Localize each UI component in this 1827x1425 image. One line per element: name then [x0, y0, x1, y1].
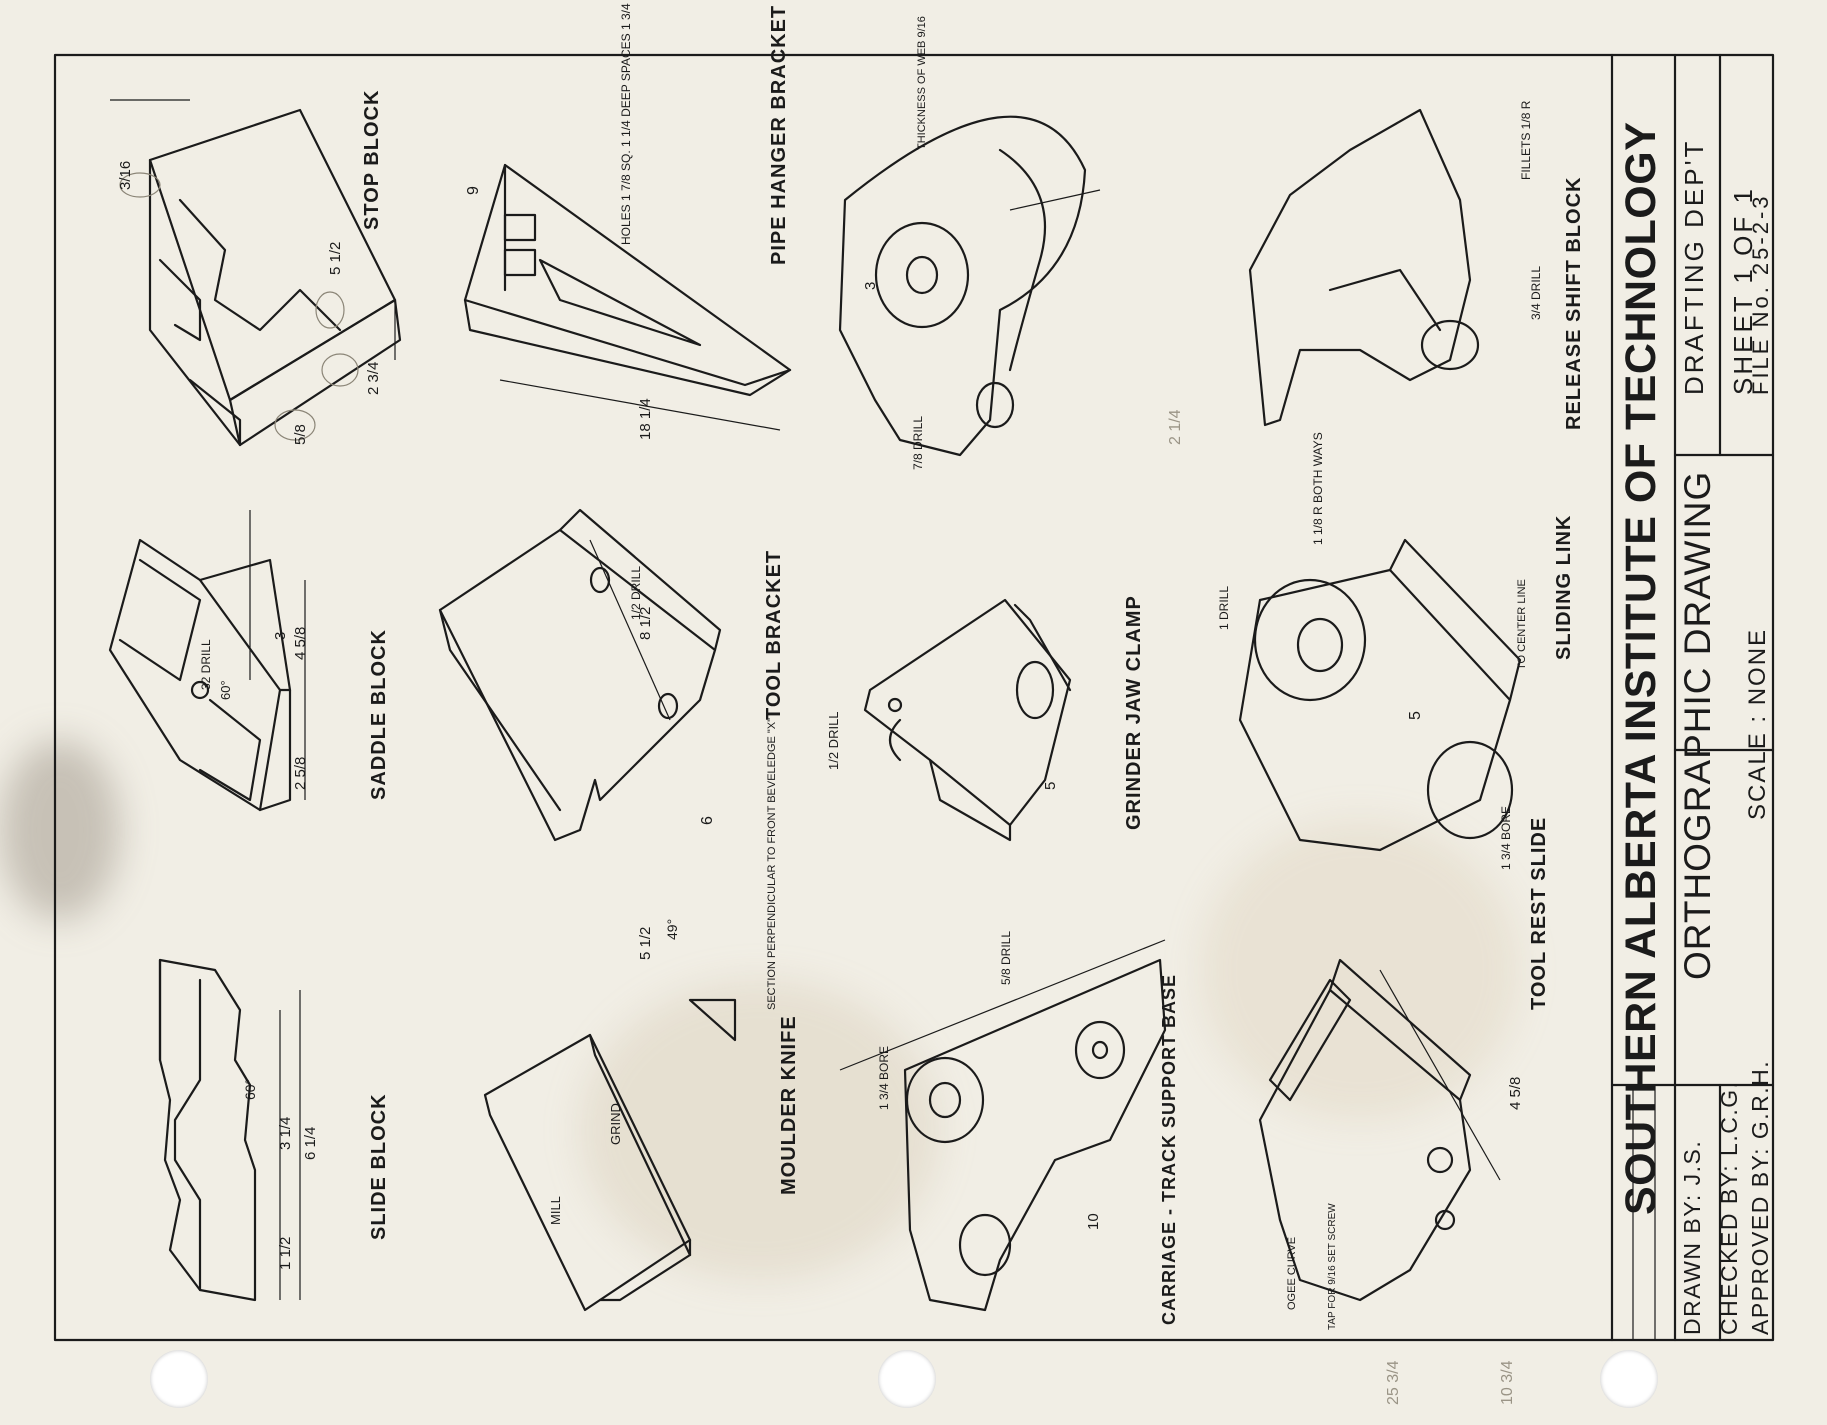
file-number: FILE No. 25-2-3 [1748, 193, 1773, 395]
institute-title: SOUTHERN ALBERTA INSTITUTE OF TECHNOLOGY [1617, 122, 1665, 1215]
checked-by: CHECKED BY: L.C.G. [1716, 1080, 1742, 1335]
moulder-knife-mill: MILL [548, 1196, 563, 1225]
margin-note-3: 10 3/4 [1499, 1360, 1516, 1405]
saddle-block-dim-4: 4 5/8 [292, 627, 309, 660]
part-sliding-link: SLIDING LINK 1 DRILL 1 1/8 R BOTH WAYS T… [1217, 432, 1575, 870]
part-saddle-block: SADDLE BLOCK 3 4 5/8 2 5/8 60° 32 DRILL [108, 510, 390, 812]
slide-block-dim-3: 3 1/4 [277, 1117, 294, 1150]
saddle-block-dim-3: 3 [272, 632, 289, 640]
slide-block-dim-60: 60° [242, 1079, 258, 1100]
sliding-link-center: TO CENTER LINE [1516, 579, 1528, 670]
carriage-drill: 5/8 DRILL [999, 931, 1013, 985]
sliding-link-title: SLIDING LINK [1553, 515, 1575, 660]
sliding-link-drill: 1 DRILL [1217, 586, 1231, 630]
title-block: SOUTHERN ALBERTA INSTITUTE OF TECHNOLOGY… [1610, 53, 1775, 1342]
saddle-block-dim-60: 60° [218, 680, 233, 700]
moulder-knife-notes: SECTION PERPENDICULAR TO FRONT BEVELEDGE… [766, 718, 778, 1010]
part-carriage-track-support-base: CARRIAGE - TRACK SUPPORT BASE 5/8 DRILL … [839, 931, 1179, 1325]
slide-block-dim-6: 6 1/4 [302, 1127, 319, 1160]
approved-by: APPROVED BY: G.R.H. [1747, 1060, 1773, 1335]
tool-bracket-drill: 1/2 DRILL [629, 566, 643, 620]
stop-block-dim-2: 5 1/2 [327, 242, 344, 275]
punch-hole-left [150, 1350, 208, 1408]
pipe-hanger-dim-18: 18 1/4 [637, 398, 654, 440]
tool-rest-tap: TAP FOR 9/16 SET SCREW [1327, 1203, 1338, 1330]
margin-note-1: 2 1/4 [1167, 409, 1184, 445]
release-shift-drill: 7/8 DRILL [911, 416, 925, 470]
pipe-hanger-title: PIPE HANGER BRACKET [768, 5, 790, 265]
part-release-shift-block: THICKNESS OF WEB 9/16 7/8 DRILL 3 [838, 16, 1101, 470]
margin-note-2: 25 3/4 [1385, 1360, 1402, 1405]
smudge-left [0, 740, 120, 920]
tool-bracket-title: TOOL BRACKET [763, 550, 785, 720]
punch-hole-center [878, 1350, 936, 1408]
sheet-border [53, 53, 1775, 1342]
sliding-link-both: 1 1/8 R BOTH WAYS [1311, 432, 1325, 545]
stop-block-dim-1: 3/16 [117, 161, 134, 190]
saddle-block-drill: 32 DRILL [199, 639, 213, 690]
moulder-knife-grind: GRIND [608, 1103, 623, 1145]
sliding-link-bore: 1 3/4 BORE [1499, 806, 1513, 870]
tool-rest-title: TOOL REST SLIDE [1528, 817, 1550, 1010]
grinder-jaw-drill: 1/2 DRILL [826, 711, 841, 770]
punch-hole-right [1600, 1350, 1658, 1408]
stop-block-dim-4: 5/8 [292, 424, 309, 445]
carriage-title: CARRIAGE - TRACK SUPPORT BASE [1159, 974, 1179, 1325]
course-title: ORTHOGRAPHIC DRAWING [1677, 471, 1718, 980]
part-pipe-hanger-bracket: PIPE HANGER BRACKET HOLES 1 7/8 SQ. 1 1/… [463, 3, 792, 440]
part-tool-rest-slide: TOOL REST SLIDE OGEE CURVE TAP FOR 9/16 … [1258, 817, 1550, 1330]
slide-block-dim-15: 1 1/2 [277, 1237, 294, 1270]
stain-center [580, 980, 940, 1280]
stain-right [1200, 820, 1520, 1120]
stop-block-dim-3: 2 3/4 [365, 362, 382, 395]
sheet-label: SHEET 1 OF 1 [1728, 186, 1758, 395]
drawn-by: DRAWN BY: J.S. [1679, 1140, 1705, 1335]
carriage-dim-10: 10 [1085, 1213, 1102, 1230]
part-grinder-jaw-clamp: GRINDER JAW CLAMP 1/2 DRILL 5 [826, 595, 1145, 842]
release-shift-fillets: FILLETS 1/8 R [1519, 100, 1533, 180]
moulder-knife-title: MOULDER KNIFE [778, 1015, 800, 1195]
tool-rest-dim-4: 4 5/8 [1507, 1077, 1524, 1110]
stop-block-title: STOP BLOCK [361, 90, 383, 230]
carriage-bore: 1 3/4 BORE [877, 1046, 891, 1110]
part-release-shift-block-view: RELEASE SHIFT BLOCK FILLETS 1/8 R 3/4 DR… [1248, 100, 1585, 430]
tool-bracket-dim-8: 8 1/2 [637, 607, 654, 640]
moulder-knife-dim-5: 5 1/2 [637, 927, 654, 960]
department-label: DRAFTING DEP'T [1679, 139, 1709, 395]
slide-block-title: SLIDE BLOCK [368, 1093, 390, 1240]
release-shift-drill2: 3/4 DRILL [1529, 266, 1543, 320]
tool-bracket-dim-6: 6 [699, 816, 716, 825]
release-shift-title: RELEASE SHIFT BLOCK [1563, 177, 1585, 430]
part-slide-block: SLIDE BLOCK 3 1/4 6 1/4 60° 1 1/2 [158, 958, 390, 1302]
sliding-link-dim-5: 5 [1407, 711, 1424, 720]
tool-rest-ogee: OGEE CURVE [1286, 1237, 1298, 1310]
moulder-knife-49: 49° [664, 919, 680, 940]
release-shift-web: THICKNESS OF WEB 9/16 [916, 16, 928, 150]
saddle-block-dim-6: 2 5/8 [292, 757, 309, 790]
release-shift-dim-3: 3 [862, 282, 879, 290]
pipe-hanger-dim-9: 9 [465, 186, 482, 195]
saddle-block-title: SADDLE BLOCK [368, 629, 390, 800]
grinder-jaw-dim-5: 5 [1042, 782, 1059, 790]
part-tool-bracket: TOOL BRACKET 8 1/2 6 1/2 DRILL [438, 508, 785, 842]
part-moulder-knife: MOULDER KNIFE SECTION PERPENDICULAR TO F… [483, 718, 800, 1312]
grinder-jaw-title: GRINDER JAW CLAMP [1123, 595, 1145, 830]
scale-label: SCALE : NONE [1744, 628, 1771, 820]
part-stop-block: STOP BLOCK 3/16 5 1/2 2 3/4 5/8 [110, 90, 402, 447]
pipe-hanger-notes: HOLES 1 7/8 SQ. 1 1/4 DEEP SPACES 1 3/4 [619, 3, 633, 245]
